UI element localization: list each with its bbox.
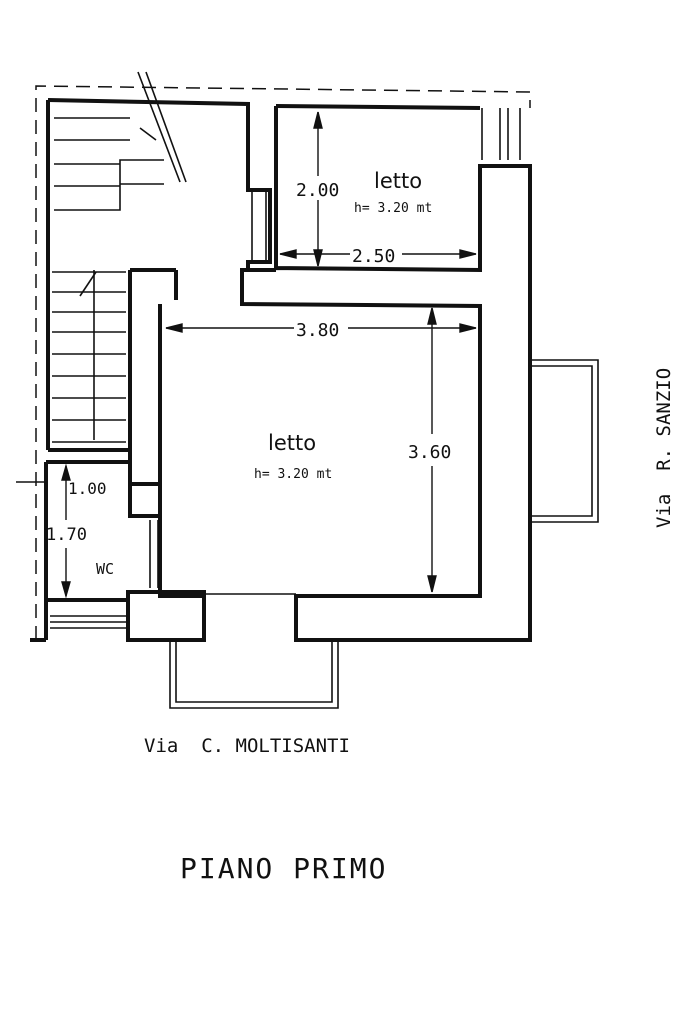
street-label-bottom: Via C. MOLTISANTI [144,735,350,757]
room-label-wc: WC [96,560,114,578]
thin-details [16,71,599,709]
dimension-label-3-80: 3.80 [296,320,339,341]
room-label-bedroom-main: letto [268,431,316,455]
dimension-lines [61,111,477,599]
street-label-right: Via R. SANZIO [653,368,675,528]
dimension-label-3-60: 3.60 [408,442,451,463]
plan-title: PIANO PRIMO [180,852,387,885]
room-label-bedroom-top: letto [374,169,422,193]
property-boundary [35,85,531,640]
room-height-bedroom-top: h= 3.20 mt [354,201,432,216]
room-height-bedroom-main: h= 3.20 mt [254,467,332,482]
dimension-label-2-00: 2.00 [296,180,339,201]
walls [30,98,532,642]
dimension-label-2-50: 2.50 [352,246,395,267]
dimension-label-1-70: 1.70 [46,525,87,545]
dimension-label-1-00: 1.00 [68,479,107,498]
